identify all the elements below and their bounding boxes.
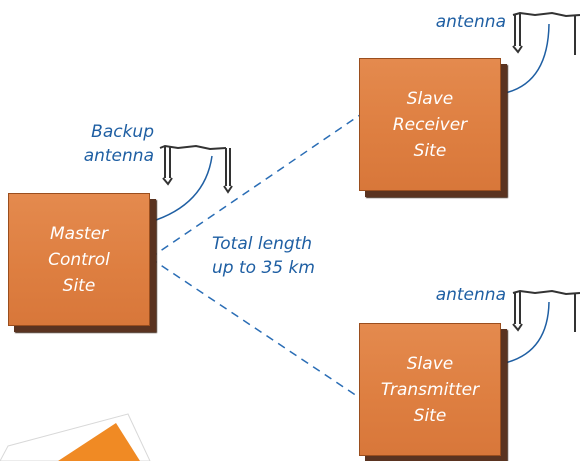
master-control-site: Master Control Site	[8, 193, 150, 326]
backup-label-line2: antenna	[83, 146, 154, 166]
backup-antenna-icon	[159, 144, 233, 194]
transmitter-line1: Slave	[406, 353, 454, 374]
receiver-line2: Receiver	[392, 114, 468, 135]
transmitter-line2: Transmitter	[380, 379, 480, 400]
master-line3: Site	[62, 275, 96, 296]
transmitter-line3: Site	[413, 405, 447, 426]
backup-antenna-cable	[149, 155, 213, 223]
transmitter-antenna-icon	[512, 289, 580, 332]
receiver-line3: Site	[413, 140, 447, 161]
backup-antenna-label: Backup antenna	[64, 120, 154, 168]
backup-label-line1: Backup	[91, 122, 154, 142]
slave-transmitter-site: Slave Transmitter Site	[359, 323, 501, 456]
transmitter-antenna-text: antenna	[435, 285, 506, 305]
slave-receiver-site: Slave Receiver Site	[359, 58, 501, 191]
orange-arrow-fill	[58, 423, 140, 461]
receiver-antenna-text: antenna	[435, 12, 506, 32]
transmitter-antenna-cable	[499, 301, 550, 365]
receiver-line1: Slave	[406, 88, 454, 109]
link-length-line1: Total length	[212, 234, 313, 254]
link-length-line2: up to 35 km	[212, 258, 315, 278]
receiver-antenna-icon	[512, 11, 580, 55]
receiver-antenna-cable	[499, 23, 550, 95]
link-to-receiver	[149, 114, 361, 259]
master-line2: Control	[48, 249, 110, 270]
master-line1: Master	[49, 223, 109, 244]
link-to-transmitter	[149, 257, 361, 399]
link-length-label: Total length up to 35 km	[212, 232, 315, 280]
receiver-antenna-label: antenna	[410, 10, 506, 34]
transmitter-antenna-label: antenna	[410, 283, 506, 307]
